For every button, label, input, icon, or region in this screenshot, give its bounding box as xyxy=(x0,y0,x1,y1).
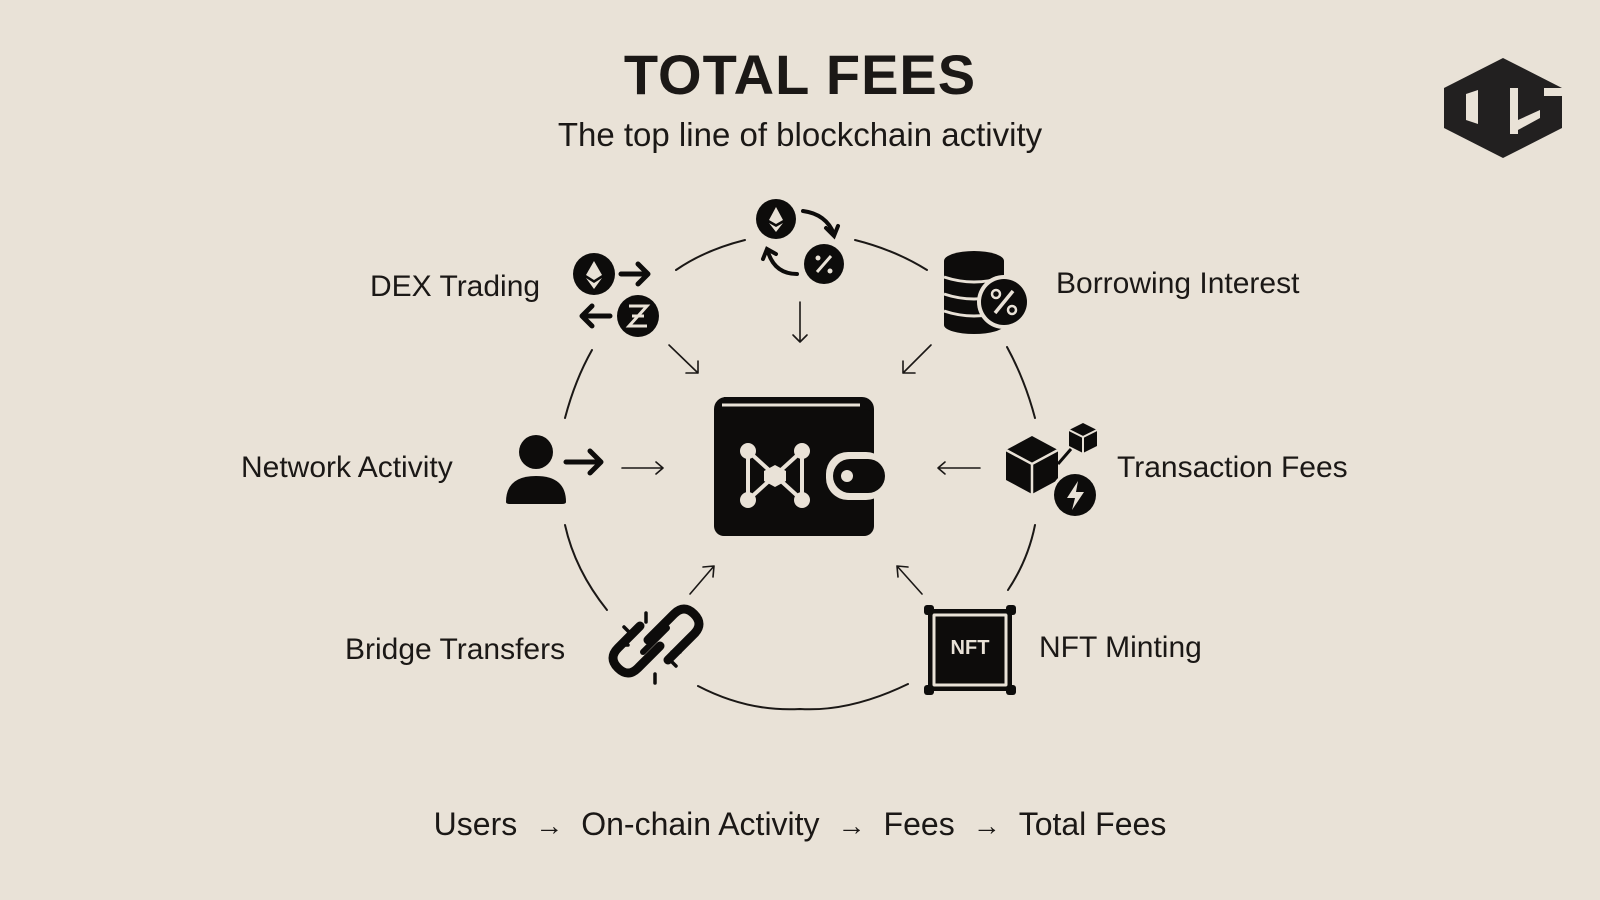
label-borrowing-interest: Borrowing Interest xyxy=(1056,267,1300,300)
label-bridge-transfers: Bridge Transfers xyxy=(345,633,566,666)
broken-chain-link-icon xyxy=(608,604,704,685)
token-swap-icon xyxy=(573,253,659,337)
flow-step-onchain-activity: On-chain Activity xyxy=(581,806,820,842)
flow-arrow-icon: → xyxy=(972,810,1001,841)
page-title: TOTAL FEES xyxy=(623,43,977,106)
database-percent-icon xyxy=(943,251,1031,334)
flow-arrow-icon: → xyxy=(837,810,866,841)
user-arrow-icon xyxy=(506,435,604,504)
flow-step-fees: Fees xyxy=(883,806,955,842)
eth-percent-cycle-icon xyxy=(756,199,844,284)
label-transaction-fees: Transaction Fees xyxy=(1117,451,1348,484)
inward-arrows xyxy=(621,301,981,595)
flow-step-total-fees: Total Fees xyxy=(1018,806,1167,842)
flow-step-users: Users xyxy=(433,806,518,842)
page-subtitle: The top line of blockchain activity xyxy=(557,116,1043,153)
blocks-lightning-icon xyxy=(1005,423,1099,519)
nft-frame-icon xyxy=(924,605,1016,695)
label-network-activity: Network Activity xyxy=(241,451,453,484)
nft-badge-text: NFT xyxy=(950,637,990,659)
brand-logo-icon xyxy=(1444,58,1562,158)
cycle-ring xyxy=(564,239,1036,711)
flow-summary: Users → On-chain Activity → Fees → Total Fees xyxy=(0,806,1600,843)
label-nft-minting: NFT Minting xyxy=(1039,631,1202,664)
flow-arrow-icon: → xyxy=(535,810,564,841)
wallet-network-icon xyxy=(714,397,888,536)
label-dex-trading: DEX Trading xyxy=(370,270,541,303)
